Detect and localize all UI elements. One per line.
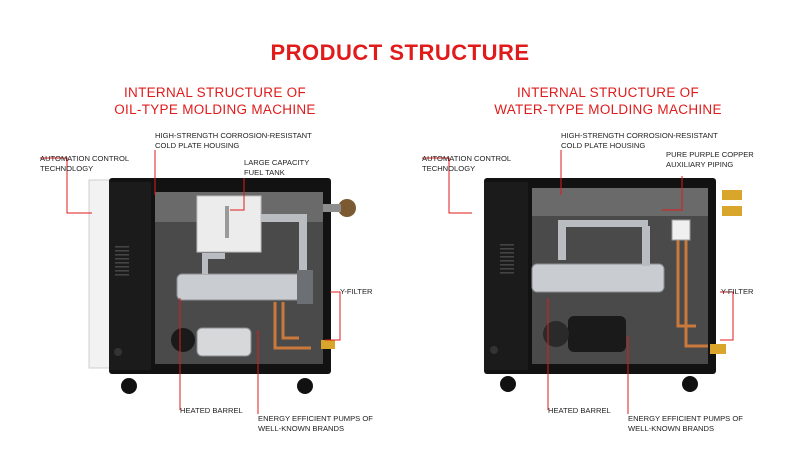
label-text: PURE PURPLE COPPER	[666, 150, 754, 159]
label-housing-right: HIGH-STRENGTH CORROSION-RESISTANT COLD P…	[561, 131, 718, 150]
copper-pipe-2	[281, 302, 299, 340]
barrel-cap	[297, 270, 313, 304]
barrel-feed-pipe	[202, 253, 225, 274]
label-text: COLD PLATE HOUSING	[155, 140, 240, 150]
label-tank-left: LARGE CAPACITY FUEL TANK	[244, 158, 309, 177]
label-text: ENERGY EFFICIENT PUMPS OF	[628, 414, 743, 423]
label-text: ENERGY EFFICIENT PUMPS OF	[258, 414, 373, 423]
brass-fitting	[710, 344, 726, 354]
front-panel	[484, 182, 528, 370]
outlet-pipe	[323, 204, 341, 212]
label-text: Y-FILTER	[340, 287, 373, 296]
copper-auxiliary-pipe	[684, 236, 708, 348]
pump-head	[543, 321, 569, 347]
brass-outlet-mid	[722, 206, 742, 216]
upper-pipe-top	[558, 220, 648, 227]
caster-left	[500, 376, 516, 392]
label-text: HEATED BARREL	[548, 406, 611, 415]
label-text: WELL-KNOWN BRANDS	[628, 423, 715, 433]
solenoid-valve	[671, 219, 691, 241]
barrel-riser	[642, 226, 650, 266]
panel-knob	[114, 348, 122, 356]
copper-pipe	[273, 302, 311, 350]
brass-outlet-top	[722, 190, 742, 200]
page-title: PRODUCT STRUCTURE	[270, 40, 530, 65]
label-filter-left: Y-FILTER	[340, 287, 373, 297]
label-text: LARGE CAPACITY	[244, 158, 310, 167]
label-text: HIGH-STRENGTH CORROSION-RESISTANT	[561, 131, 718, 140]
label-text: COLD PLATE HOUSING	[561, 140, 646, 150]
label-text: TECHNOLOGY	[40, 163, 94, 173]
oil-subtitle-line-2: OIL-TYPE MOLDING MACHINE	[114, 102, 316, 117]
label-piping-right: PURE PURPLE COPPER AUXILIARY PIPING	[666, 150, 754, 169]
water-molding-machine-illustration	[484, 178, 742, 392]
label-pumps-left: ENERGY EFFICIENT PUMPS OF WELL-KNOWN BRA…	[258, 414, 373, 433]
caster-left	[121, 378, 137, 394]
label-text: TECHNOLOGY	[422, 163, 476, 173]
label-text: Y-FILTER	[721, 287, 754, 296]
label-text: HIGH-STRENGTH CORROSION-RESISTANT	[155, 131, 312, 140]
water-subtitle-line-1: INTERNAL STRUCTURE OF	[516, 85, 700, 100]
pump-head	[171, 328, 195, 352]
caster-right	[682, 376, 698, 392]
label-text: AUTOMATION CONTROL	[422, 154, 512, 163]
panel-knob	[490, 346, 498, 354]
label-barrel-right: HEATED BARREL	[548, 406, 611, 416]
caster-right	[297, 378, 313, 394]
cold-plate-housing	[532, 188, 708, 216]
tank-gauge	[225, 206, 229, 238]
label-text: FUEL TANK	[244, 167, 285, 177]
control-panel-side	[88, 179, 112, 369]
pump-motor	[568, 316, 626, 352]
label-automation-left: AUTOMATION CONTROL TECHNOLOGY	[40, 154, 129, 173]
outlet-coupling	[338, 199, 356, 217]
label-text: HEATED BARREL	[180, 406, 243, 415]
vent-grille	[500, 244, 514, 274]
label-housing-left: HIGH-STRENGTH CORROSION-RESISTANT COLD P…	[155, 131, 312, 150]
water-subtitle-line-2: WATER-TYPE MOLDING MACHINE	[494, 102, 722, 117]
front-panel	[109, 182, 151, 370]
heated-barrel	[531, 263, 665, 293]
pump-motor	[196, 327, 252, 357]
label-barrel-left: HEATED BARREL	[180, 406, 243, 416]
oil-machine-subtitle: INTERNAL STRUCTURE OF OIL-TYPE MOLDING M…	[95, 84, 335, 118]
label-pumps-right: ENERGY EFFICIENT PUMPS OF WELL-KNOWN BRA…	[628, 414, 743, 433]
copper-auxiliary-pipe-2	[676, 240, 696, 328]
label-filter-right: Y-FILTER	[721, 287, 754, 297]
vent-grille	[115, 246, 129, 276]
label-text: WELL-KNOWN BRANDS	[258, 423, 345, 433]
oil-subtitle-line-1: INTERNAL STRUCTURE OF	[123, 85, 307, 100]
heated-barrel	[176, 273, 310, 301]
label-text: AUXILIARY PIPING	[666, 159, 734, 169]
upper-pipe-left	[558, 220, 566, 260]
water-machine-subtitle: INTERNAL STRUCTURE OF WATER-TYPE MOLDING…	[478, 84, 738, 118]
brass-fitting	[321, 340, 335, 349]
label-automation-right: AUTOMATION CONTROL TECHNOLOGY	[422, 154, 511, 173]
label-text: AUTOMATION CONTROL	[40, 154, 130, 163]
oil-molding-machine-illustration	[88, 178, 356, 394]
